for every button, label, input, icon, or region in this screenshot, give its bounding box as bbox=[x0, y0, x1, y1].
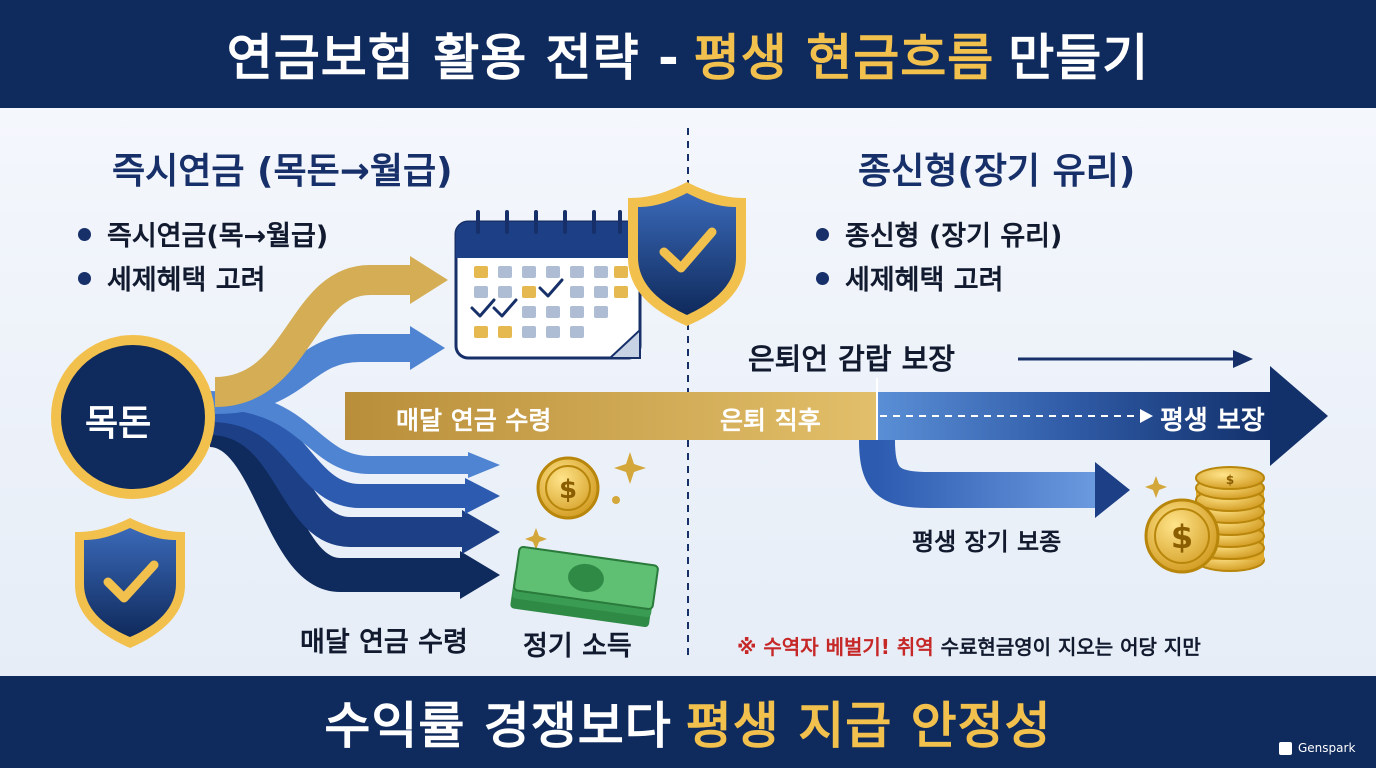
bullet-dot bbox=[78, 272, 91, 285]
page-header: 연금보험 활용 전략 - 평생 현금흐름 만들기 bbox=[0, 0, 1376, 108]
monthly-receipt-label: 매달 연금 수령 bbox=[300, 627, 468, 658]
retire-label: 은퇴 직후 bbox=[720, 406, 821, 435]
note-red-text: ※ 수역자 베벌기! 취역 bbox=[737, 635, 934, 659]
coin-stack-icon: $ $ bbox=[1144, 466, 1265, 574]
main-lifetime-arrow bbox=[877, 366, 1328, 466]
footer-text-highlight: 평생 지급 안정성 bbox=[685, 697, 1052, 755]
reduced-guarantee-arrow bbox=[1018, 350, 1253, 368]
svg-text:$: $ bbox=[1171, 518, 1193, 556]
reduced-guarantee-label: 은퇴언 감랍 보장 bbox=[748, 342, 955, 376]
note-rest-text: 수료현금영이 지오는 어당 지만 bbox=[940, 635, 1201, 659]
cash-stack-icon bbox=[510, 545, 659, 628]
right-bullet-2: 세제혜택 고려 bbox=[816, 258, 1003, 297]
right-bullet-1: 종신형 (장기 유리) bbox=[816, 214, 1062, 253]
header-title-part1: 연금보험 활용 전략 - bbox=[226, 29, 680, 87]
left-bullet-2-text: 세제혜택 고려 bbox=[107, 265, 266, 296]
left-section-title: 즉시연금 (목돈→월급) bbox=[112, 151, 453, 192]
gold-band-label: 매달 연금 수령 bbox=[396, 406, 552, 435]
genspark-badge: Genspark bbox=[1279, 738, 1355, 758]
bullet-dot bbox=[78, 228, 91, 241]
right-bullet-2-text: 세제혜택 고려 bbox=[845, 265, 1004, 296]
page-footer: 수익률 경쟁보다 평생 지급 안정성 bbox=[0, 676, 1376, 768]
left-bullet-1: 즉시연금(목→월급) bbox=[78, 214, 328, 253]
coin-icon: $ bbox=[536, 456, 600, 520]
note-text: ※ 수역자 베벌기! 취역 수료현금영이 지오는 어당 지만 bbox=[737, 631, 1201, 660]
header-title-part2: 만들기 bbox=[1008, 29, 1150, 87]
lump-sum-label: 목돈 bbox=[85, 403, 152, 444]
left-bullet-1-text: 즉시연금(목→월급) bbox=[107, 221, 329, 252]
svg-text:$: $ bbox=[559, 475, 577, 505]
genspark-logo-icon bbox=[1279, 741, 1292, 755]
bullet-dot bbox=[816, 272, 829, 285]
shield-check-icon-left bbox=[75, 518, 185, 648]
svg-text:$: $ bbox=[1226, 473, 1234, 487]
sparkle-icon bbox=[525, 452, 646, 550]
header-title-highlight: 평생 현금흐름 bbox=[693, 29, 995, 87]
calendar-icon bbox=[454, 210, 642, 360]
lifetime-guarantee-label: 평생 보장 bbox=[1160, 406, 1265, 436]
long-term-branch-arrow bbox=[859, 378, 1130, 518]
right-section-title: 종신형(장기 유리) bbox=[858, 151, 1136, 192]
gold-band bbox=[345, 392, 877, 440]
right-bullet-1-text: 종신형 (장기 유리) bbox=[845, 221, 1063, 252]
footer-text-part1: 수익률 경쟁보다 bbox=[324, 697, 672, 755]
bullet-dot bbox=[816, 228, 829, 241]
regular-income-label: 정기 소득 bbox=[523, 631, 632, 662]
left-bullet-2: 세제혜택 고려 bbox=[78, 258, 265, 297]
lump-sum-circle bbox=[51, 335, 215, 499]
upward-flow-arrows bbox=[214, 256, 448, 414]
long-term-label: 평생 장기 보종 bbox=[912, 528, 1062, 556]
genspark-badge-label: Genspark bbox=[1298, 741, 1356, 755]
shield-check-icon-top bbox=[628, 182, 746, 326]
